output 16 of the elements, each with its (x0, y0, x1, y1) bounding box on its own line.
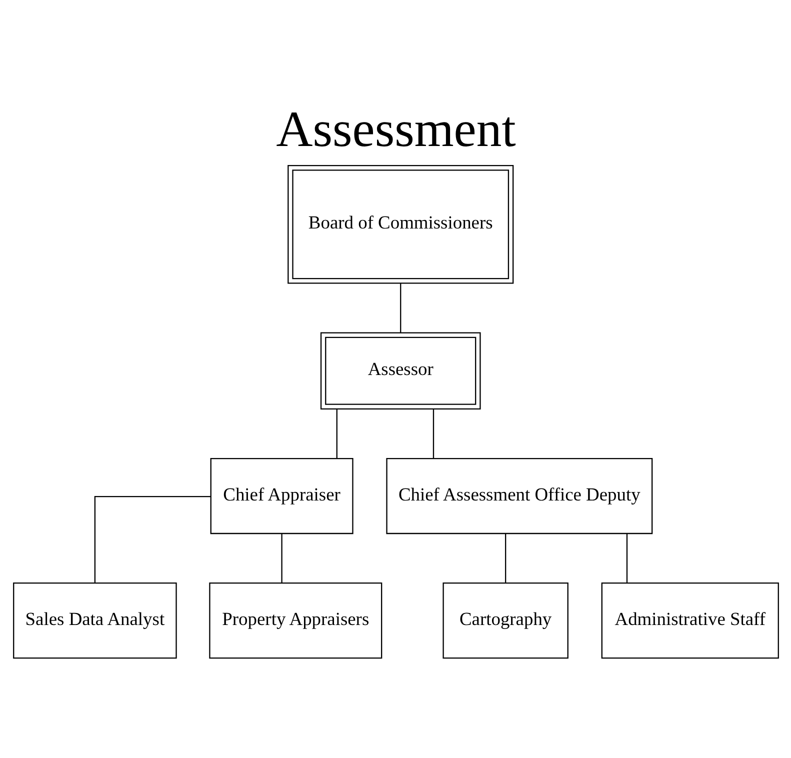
connector (504, 533, 506, 582)
diagram-title: Assessment (276, 100, 516, 157)
node-box: Chief Appraiser (210, 457, 353, 534)
connector (432, 408, 434, 458)
node-box: Sales Data Analyst (12, 582, 176, 658)
connector (280, 533, 282, 582)
node-box: Administrative Staff (600, 582, 778, 658)
connector (400, 283, 401, 332)
connector (626, 533, 628, 582)
connector (94, 496, 210, 583)
node-box: Board of Commissioners (287, 164, 514, 284)
node-box: Property Appraisers (208, 582, 382, 658)
node-box: Cartography (442, 582, 568, 658)
node-box: Chief Assessment Office Deputy (386, 457, 652, 534)
node-box: Assessor (320, 332, 480, 409)
connector (336, 408, 337, 458)
